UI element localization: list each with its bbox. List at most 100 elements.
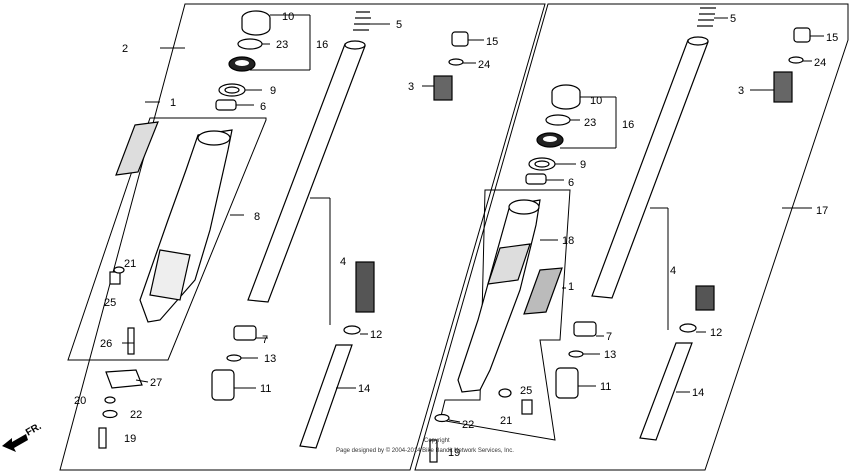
callout-label: 12 xyxy=(710,327,722,339)
callout-label: 16 xyxy=(316,39,328,51)
callout-label: 10 xyxy=(282,11,294,23)
axle-holder-part xyxy=(105,369,143,389)
washer-part xyxy=(498,388,512,398)
callout-label: 21 xyxy=(124,258,136,270)
reflector-mount xyxy=(487,243,531,285)
socket-bolt-part xyxy=(98,427,107,449)
fork-spring-part xyxy=(695,285,715,311)
callout-label: 10 xyxy=(590,95,602,107)
back-up-ring-hole xyxy=(224,86,240,94)
callout-label: 5 xyxy=(730,13,736,25)
fork-slider-top xyxy=(508,199,540,215)
callout-label: 1 xyxy=(568,281,574,293)
spring-spacer-part xyxy=(433,75,453,101)
callout-label: 6 xyxy=(568,177,574,189)
o-ring-part xyxy=(226,354,242,362)
panel-outlines xyxy=(59,3,849,471)
callout-label: 4 xyxy=(670,265,676,277)
washer-22-part xyxy=(102,409,118,419)
callout-label: 22 xyxy=(130,409,142,421)
callout-label: 14 xyxy=(692,387,704,399)
o-ring-part xyxy=(568,350,584,358)
callout-label: 23 xyxy=(584,117,596,129)
right-fork: 10 23 16 9 6 18 1 4 5 17 7 13 11 12 14 1… xyxy=(429,7,838,463)
callout-label: 5 xyxy=(396,19,402,31)
fork-spring-part xyxy=(355,261,375,313)
washer-20-part xyxy=(104,396,116,404)
callout-label: 25 xyxy=(104,297,116,309)
callout-label: 24 xyxy=(478,59,490,71)
callout-label: 19 xyxy=(124,433,136,445)
copyright-line-1: Copyright xyxy=(424,438,450,444)
damper-rod-part xyxy=(299,344,353,449)
fork-pipe-part xyxy=(247,43,366,303)
left-callout-labels: 2 1 10 23 16 9 6 8 4 5 21 25 26 7 13 11 … xyxy=(74,11,498,445)
washer-22-part xyxy=(434,413,450,423)
oil-seal-hole xyxy=(235,60,249,66)
reflector-part xyxy=(523,267,563,315)
arrow-left-icon xyxy=(2,434,28,452)
callout-label: 15 xyxy=(826,32,838,44)
left-leader-lines xyxy=(122,14,484,389)
callout-label: 8 xyxy=(254,211,260,223)
guide-bushing-part xyxy=(525,173,547,185)
callout-label: 22 xyxy=(462,419,474,431)
oil-lock-piece-part xyxy=(211,369,235,401)
left-fork-panel xyxy=(59,3,546,471)
slide-bushing-part xyxy=(573,321,597,337)
fork-bolt-o-ring-part xyxy=(448,58,464,66)
right-leader-lines xyxy=(448,17,824,423)
callout-label: 4 xyxy=(340,256,346,268)
callout-label: 26 xyxy=(100,338,112,350)
callout-label: 1 xyxy=(170,97,176,109)
callout-label: 12 xyxy=(370,329,382,341)
callout-label: 6 xyxy=(260,101,266,113)
callout-label: 15 xyxy=(486,36,498,48)
damper-rod-part xyxy=(639,342,693,441)
callout-label: 27 xyxy=(150,377,162,389)
oil-seal-hole xyxy=(543,136,557,142)
copyright-notice: Copyright Page designed by © 2004-2014 B… xyxy=(336,438,514,454)
caliper-mount xyxy=(149,249,191,301)
stud-part xyxy=(127,327,135,355)
clip-part xyxy=(545,114,571,126)
callout-label: 23 xyxy=(276,39,288,51)
right-callout-labels: 10 23 16 9 6 18 1 4 5 17 7 13 11 12 14 1… xyxy=(448,13,838,459)
callout-label: 16 xyxy=(622,119,634,131)
spring-top-part xyxy=(353,11,371,31)
callout-label: 21 xyxy=(500,415,512,427)
fork-slider-part xyxy=(457,199,541,393)
clip-part xyxy=(237,38,263,50)
fork-pipe-top xyxy=(344,40,366,50)
callout-label: 20 xyxy=(74,395,86,407)
slide-bushing-part xyxy=(233,325,257,341)
callout-label: 13 xyxy=(604,349,616,361)
spring-spacer-part xyxy=(773,71,793,103)
spring-body xyxy=(355,261,375,313)
piston-ring-part xyxy=(679,323,697,333)
callout-label: 7 xyxy=(606,331,612,343)
callout-label: 7 xyxy=(262,334,268,346)
callout-label: 25 xyxy=(520,385,532,397)
bolt-part xyxy=(109,271,121,285)
callout-label: 19 xyxy=(448,447,460,459)
dust-seal-body xyxy=(241,18,271,36)
washer-part xyxy=(113,266,125,274)
reflector-part xyxy=(115,121,159,176)
direction-label: FR. xyxy=(24,421,44,439)
fork-bolt-part xyxy=(451,31,469,47)
socket-bolt-part xyxy=(429,439,438,463)
copyright-line-2: Page designed by © 2004-2014 Bike Bandit… xyxy=(336,447,514,454)
callout-label: 3 xyxy=(738,85,744,97)
callout-label: 24 xyxy=(814,57,826,69)
callout-label: 9 xyxy=(580,159,586,171)
right-fork-panel xyxy=(414,3,849,471)
left-fork: 2 1 10 23 16 9 6 8 4 5 21 25 26 7 13 11 … xyxy=(74,10,498,449)
callout-label: 17 xyxy=(816,205,828,217)
back-up-ring-hole xyxy=(534,160,550,168)
spring-top-part xyxy=(697,7,716,27)
callout-label: 13 xyxy=(264,353,276,365)
guide-bushing-part xyxy=(215,99,237,111)
fork-pipe-part xyxy=(591,39,709,299)
